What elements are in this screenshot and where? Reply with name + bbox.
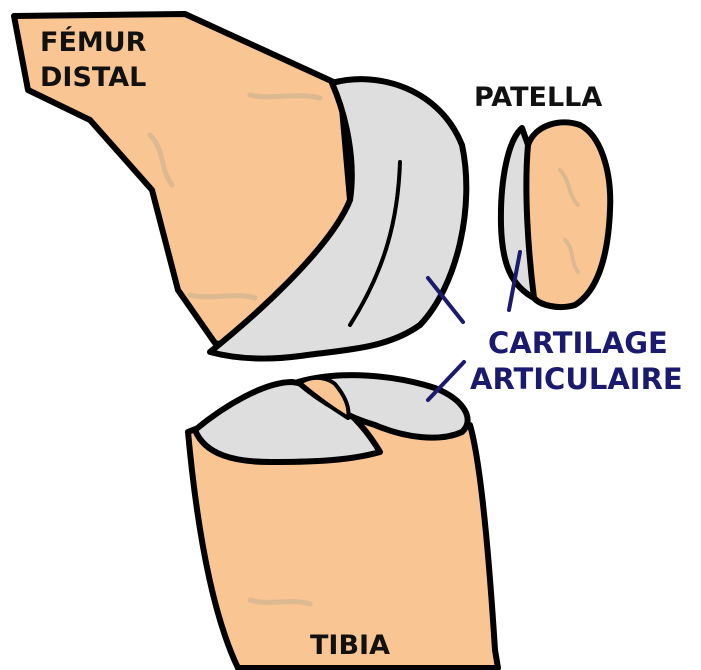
tibia-texture [250, 600, 310, 604]
tibia [188, 375, 498, 668]
patella-bone [526, 122, 610, 307]
label-patella: PATELLA [474, 84, 602, 111]
label-tibia: TIBIA [310, 632, 390, 659]
label-femur-line1: FÉMUR [40, 29, 146, 56]
label-cartilage-line1: CARTILAGE [488, 329, 668, 358]
label-cartilage-line2: ARTICULAIRE [470, 365, 683, 394]
patella [501, 122, 610, 307]
label-femur-line2: DISTAL [40, 64, 146, 91]
